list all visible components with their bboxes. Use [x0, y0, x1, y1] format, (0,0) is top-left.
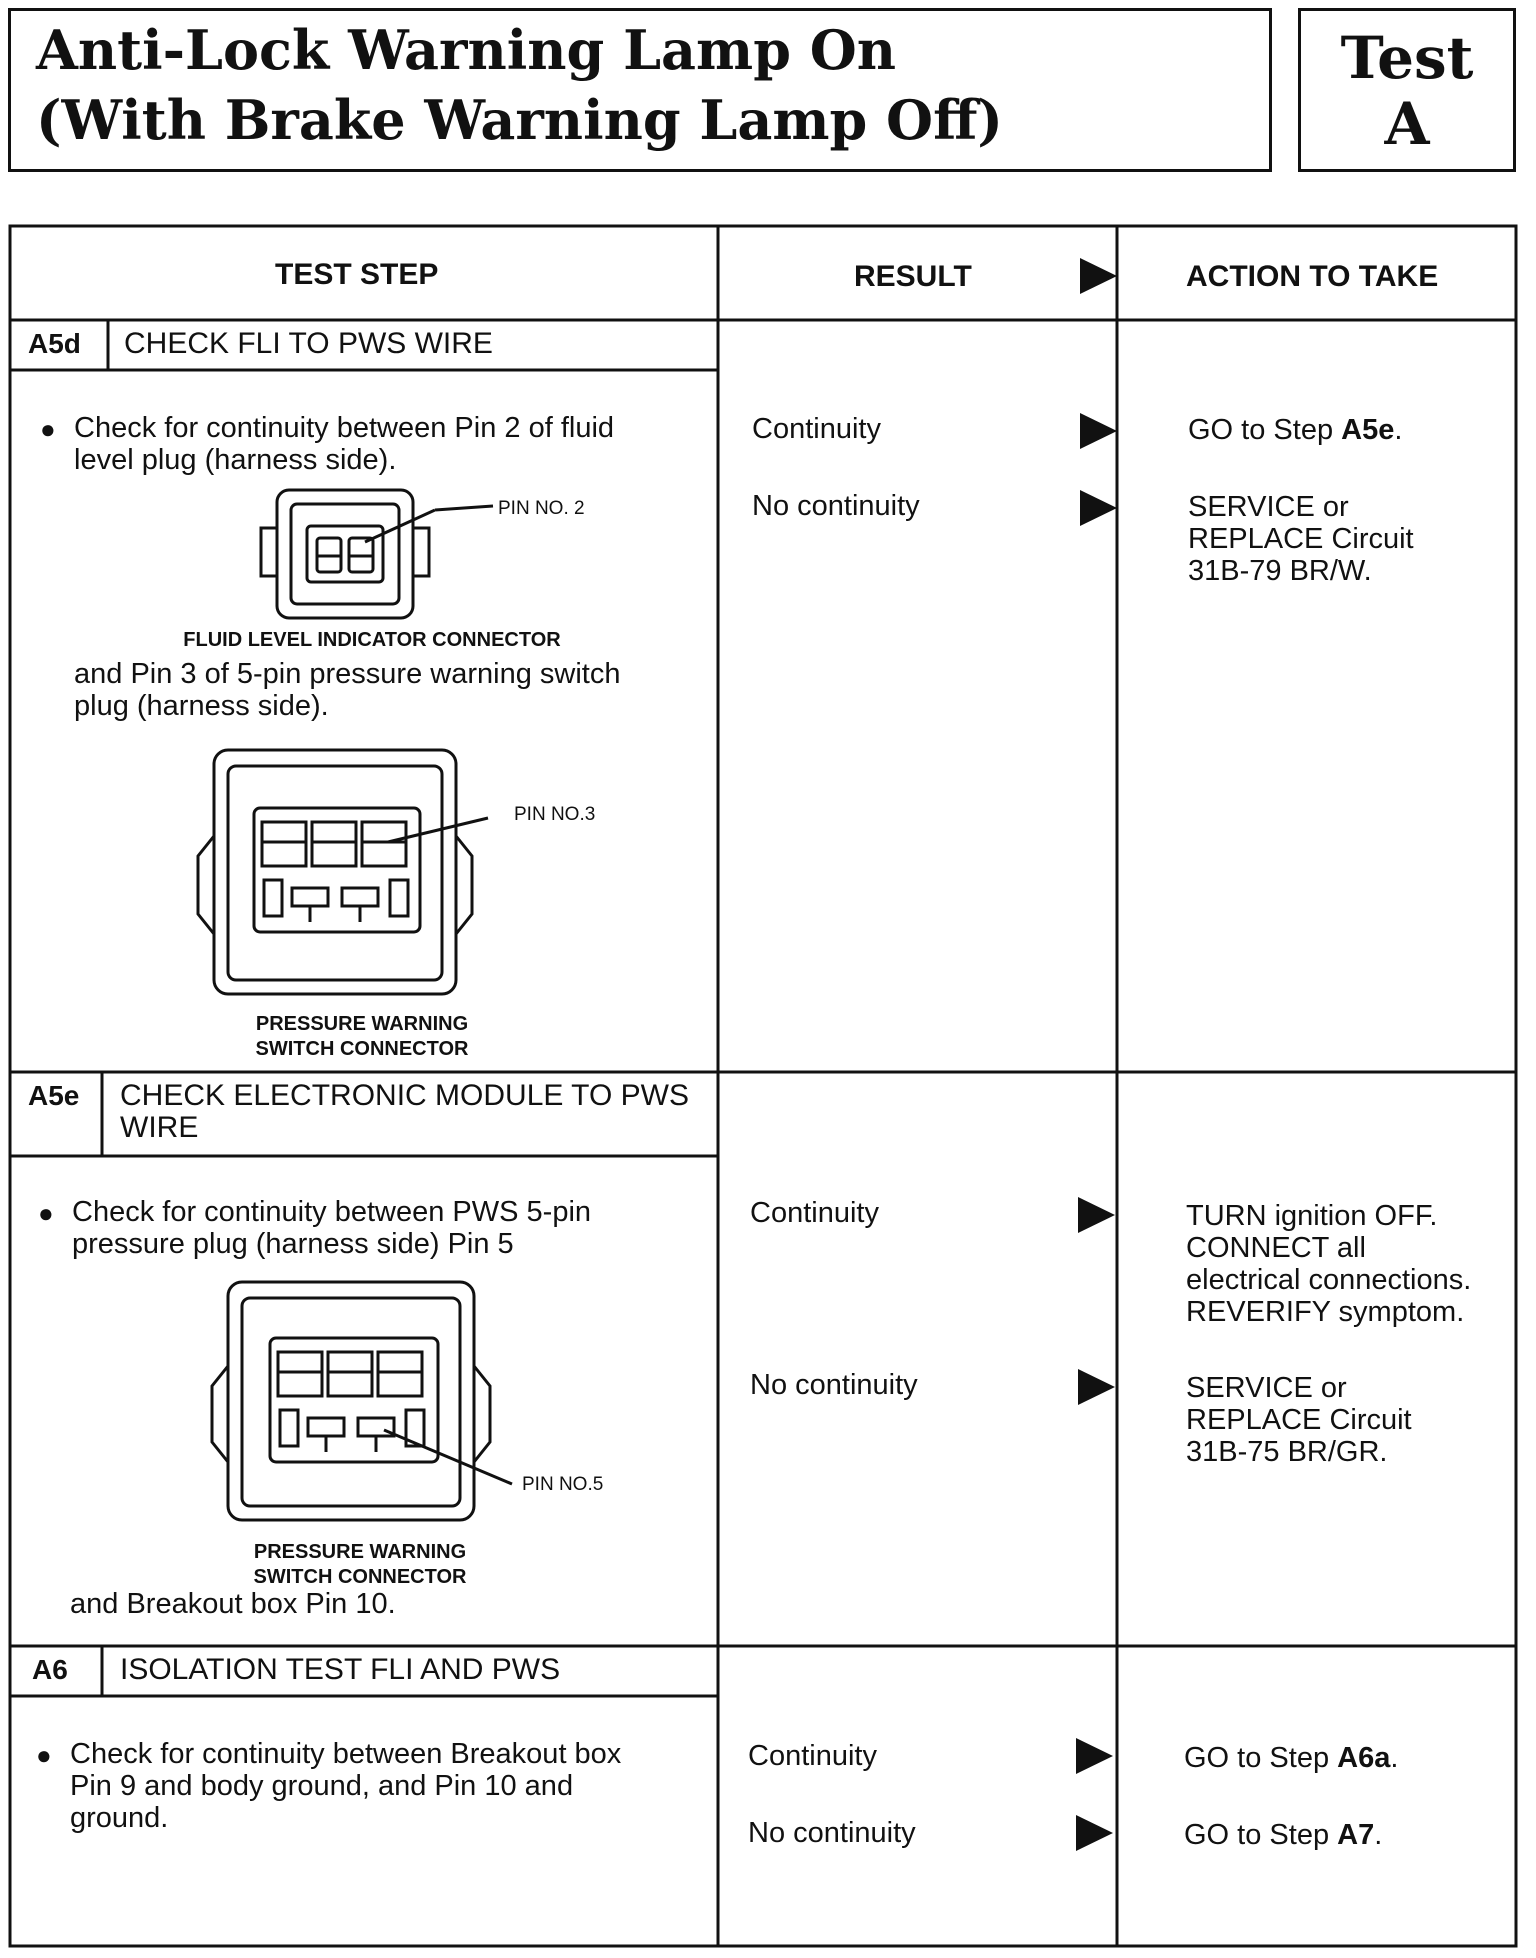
- a5d-fig1-caption: FLUID LEVEL INDICATOR CONNECTOR: [183, 629, 561, 651]
- a6-action-2: GO to Step A7.: [1184, 1819, 1383, 1851]
- a5e-action-1-line2: CONNECT all: [1186, 1232, 1366, 1264]
- a5d-text1-line1: Check for continuity between Pin 2 of fl…: [74, 412, 615, 444]
- page-title-line1: Anti-Lock Warning Lamp On: [36, 18, 897, 82]
- pin-leader-line: [435, 504, 494, 512]
- step-title-a5e-line1: CHECK ELECTRONIC MODULE TO PWS: [120, 1079, 689, 1112]
- step-title-a6: ISOLATION TEST FLI AND PWS: [120, 1653, 561, 1686]
- arrow-icon: [1078, 1197, 1115, 1233]
- step-id-a5e: A5e: [28, 1080, 80, 1111]
- a5e-action-2-line1: SERVICE or: [1186, 1372, 1347, 1404]
- arrow-icon: [1080, 490, 1117, 526]
- a5d-action-2-line3: 31B-79 BR/W.: [1188, 555, 1372, 587]
- a5d-fig2-caption-line1: PRESSURE WARNING: [255, 1013, 469, 1035]
- arrow-icons: [1076, 258, 1117, 1851]
- a5d-text2-line1: and Pin 3 of 5-pin pressure warning swit…: [74, 658, 621, 690]
- a5d-fig2-caption-line2: SWITCH CONNECTOR: [255, 1038, 469, 1060]
- arrow-icon: [1078, 1369, 1115, 1405]
- a5e-action-2-line2: REPLACE Circuit: [1186, 1404, 1412, 1436]
- a5d-fig2-pin-label: PIN NO.3: [514, 804, 596, 825]
- test-letter: A: [1384, 90, 1430, 158]
- a5d-action-2-line2: REPLACE Circuit: [1188, 523, 1414, 555]
- col-header-result: RESULT: [854, 260, 972, 293]
- a6-result-2: No continuity: [748, 1817, 916, 1849]
- a6-text-line1: Check for continuity between Breakout bo…: [70, 1738, 622, 1770]
- arrow-icon: [1076, 1815, 1113, 1851]
- a5e-action-1-line4: REVERIFY symptom.: [1186, 1296, 1465, 1328]
- col-header-action: ACTION TO TAKE: [1186, 260, 1439, 293]
- a5d-result-2: No continuity: [752, 490, 920, 522]
- a5e-fig-caption-line2: SWITCH CONNECTOR: [253, 1566, 467, 1588]
- a5e-result-2: No continuity: [750, 1369, 918, 1401]
- a5e-result-1: Continuity: [750, 1197, 879, 1229]
- test-label: Test: [1340, 24, 1474, 92]
- a5d-fig1-pin-label: PIN NO. 2: [498, 498, 585, 519]
- a5e-text1-line2: pressure plug (harness side) Pin 5: [72, 1228, 514, 1260]
- a5e-action-2-line3: 31B-75 BR/GR.: [1186, 1436, 1388, 1468]
- a6-text-line3: ground.: [70, 1802, 169, 1834]
- step-id-a5d: A5d: [28, 328, 81, 359]
- step-id-a6: A6: [32, 1654, 68, 1685]
- fluid-level-connector-icon: [259, 488, 435, 620]
- a6-action-1: GO to Step A6a.: [1184, 1742, 1399, 1774]
- test-id-box: Test A: [1298, 8, 1516, 172]
- a6-result-1: Continuity: [748, 1740, 877, 1772]
- step-title-a5e-line2: WIRE: [120, 1111, 199, 1144]
- header-arrow-icon: [1080, 258, 1117, 294]
- a5e-text1-line1: Check for continuity between PWS 5-pin: [72, 1196, 592, 1228]
- pressure-switch-connector-icon: [210, 1280, 513, 1522]
- a5e-action-1-line1: TURN ignition OFF.: [1186, 1200, 1438, 1232]
- a5d-result-1: Continuity: [752, 413, 881, 445]
- a5d-text2-line2: plug (harness side).: [74, 690, 329, 722]
- arrow-icon: [1080, 413, 1117, 449]
- a5e-text2: and Breakout box Pin 10.: [70, 1588, 396, 1620]
- col-header-test-step: TEST STEP: [275, 258, 439, 291]
- arrow-icon: [1076, 1738, 1113, 1774]
- step-title-a5d: CHECK FLI TO PWS WIRE: [124, 327, 493, 360]
- a5d-action-2-line1: SERVICE or: [1188, 491, 1349, 523]
- bullet-icon: ●: [36, 1740, 52, 1770]
- title-box: [8, 8, 1272, 172]
- a5e-action-1-line3: electrical connections.: [1186, 1264, 1472, 1296]
- a5d-text1-line2: level plug (harness side).: [74, 444, 397, 476]
- bullet-icon: ●: [40, 414, 56, 444]
- bullet-icon: ●: [38, 1198, 54, 1228]
- page-title-line2: (With Brake Warning Lamp Off): [36, 88, 1003, 152]
- a5d-action-1: GO to Step A5e.: [1188, 414, 1403, 446]
- a6-text-line2: Pin 9 and body ground, and Pin 10 and: [70, 1770, 574, 1802]
- pressure-switch-connector-icon: [196, 748, 489, 996]
- a5e-fig-caption-line1: PRESSURE WARNING: [253, 1541, 467, 1563]
- a5e-fig-pin-label: PIN NO.5: [522, 1474, 604, 1495]
